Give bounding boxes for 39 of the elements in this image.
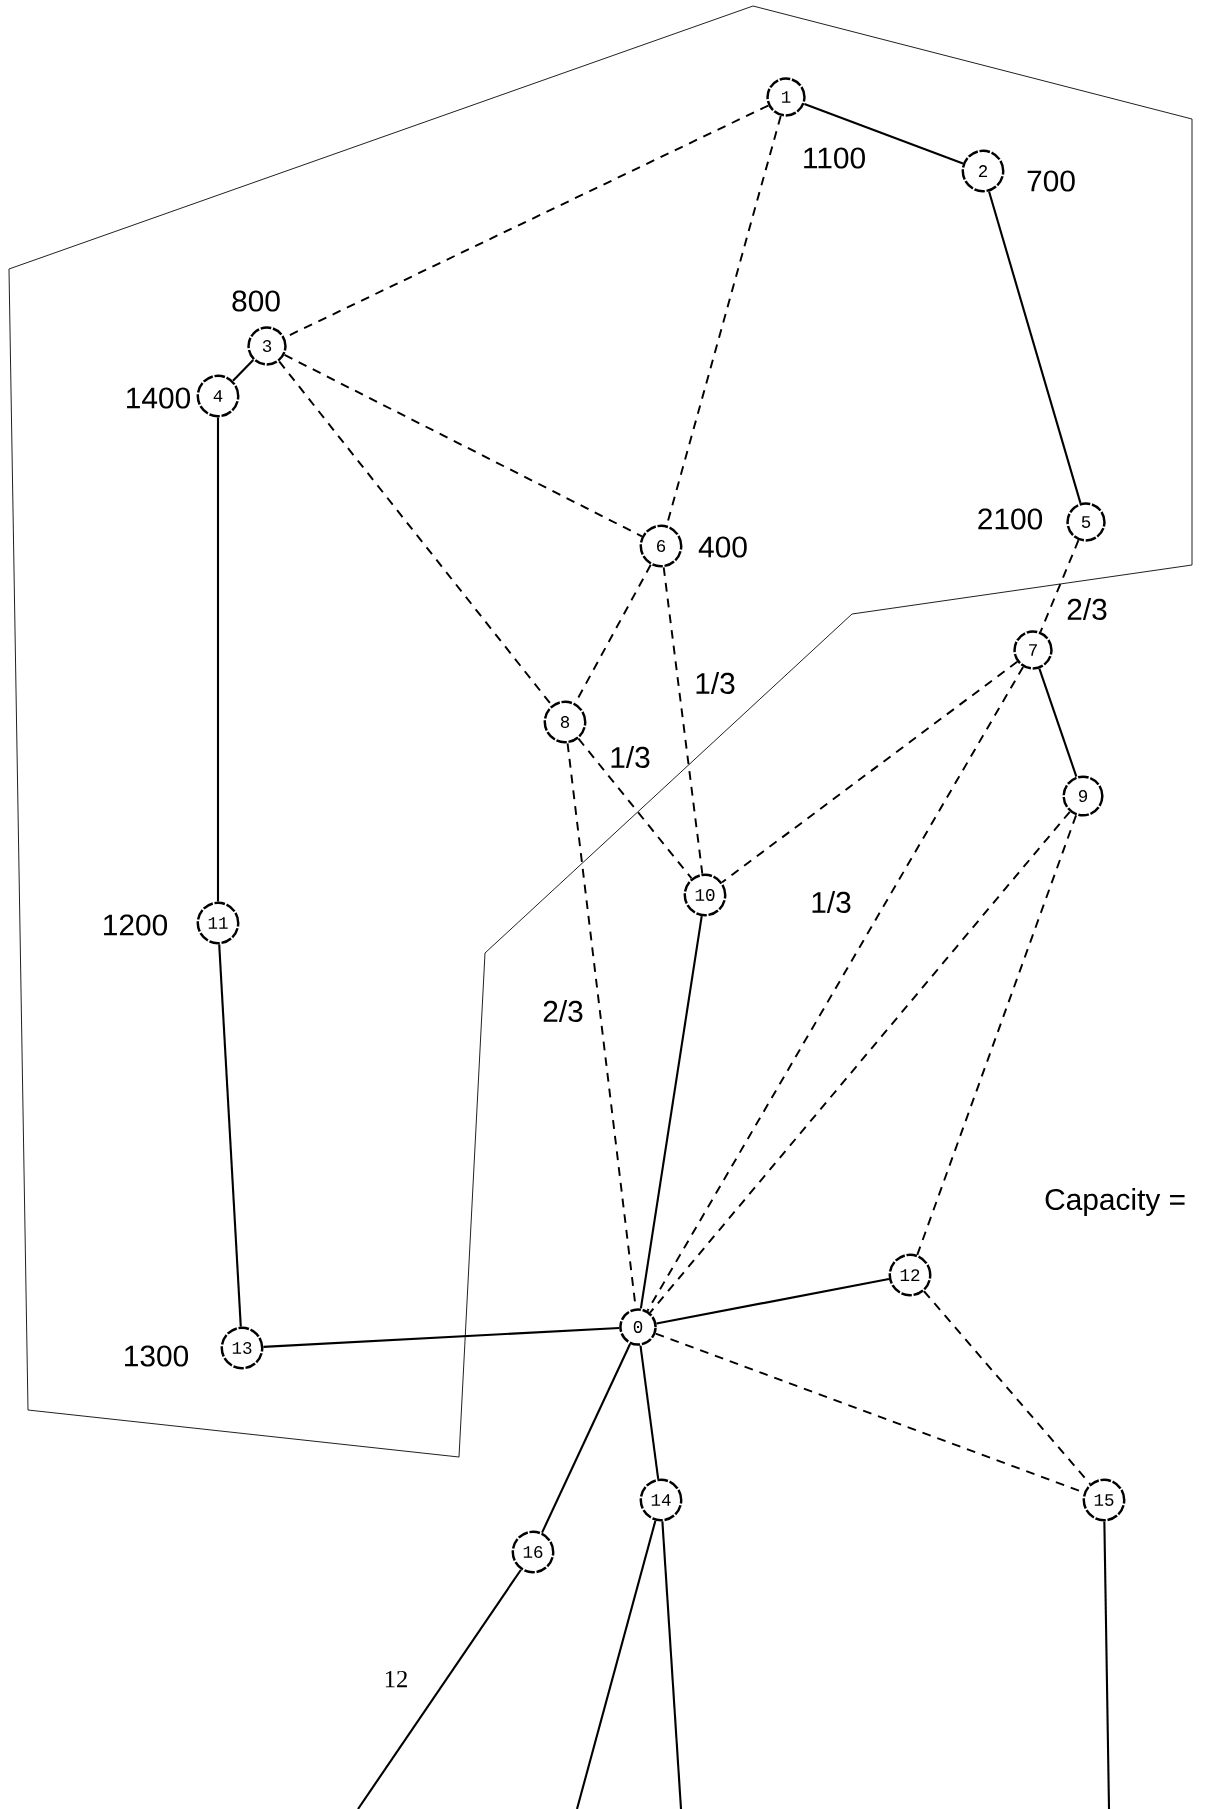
connector-line xyxy=(649,810,1071,1314)
edge-label: 1/3 xyxy=(692,670,738,696)
connector-line xyxy=(576,1520,657,1809)
connector-line xyxy=(283,353,643,538)
value-label: 400 xyxy=(698,536,747,558)
value-label: 700 xyxy=(1027,170,1075,192)
value-label: 1100 xyxy=(804,147,865,169)
edge-label: 2/3 xyxy=(540,998,586,1024)
value-label: 1300 xyxy=(125,1345,189,1367)
edge-label: 2/3 xyxy=(1064,596,1110,622)
connector-line xyxy=(218,944,242,1327)
connector-line xyxy=(639,916,703,1309)
connector-line xyxy=(1038,668,1078,777)
capacity-label: Capacity = xyxy=(1045,1188,1185,1216)
connector-line xyxy=(263,1326,620,1348)
connector-line xyxy=(639,1345,660,1479)
connector-line xyxy=(1103,1521,1111,1809)
connector-line xyxy=(988,191,1082,504)
connector-line xyxy=(804,102,964,165)
connector-line xyxy=(1039,539,1080,633)
value-label: 2100 xyxy=(978,508,1043,530)
connector-line xyxy=(646,666,1025,1312)
connector-line xyxy=(916,814,1077,1256)
connector-line xyxy=(232,359,254,382)
connector-line xyxy=(577,737,693,880)
connector-line xyxy=(357,1569,522,1809)
value-label: 800 xyxy=(232,290,280,312)
connector-line xyxy=(721,660,1019,884)
connector-line xyxy=(661,1521,683,1809)
edge-label: 1/3 xyxy=(808,889,854,915)
edge-label: 1/3 xyxy=(607,744,653,770)
edge-label: 12 xyxy=(381,1669,411,1689)
connector-line xyxy=(541,1343,631,1534)
connector-line xyxy=(662,566,704,875)
connector-line xyxy=(923,1290,1091,1485)
connector-line xyxy=(656,1278,890,1325)
connector-line xyxy=(216,417,220,902)
value-label: 1200 xyxy=(104,914,168,936)
value-label: 1400 xyxy=(127,387,191,409)
